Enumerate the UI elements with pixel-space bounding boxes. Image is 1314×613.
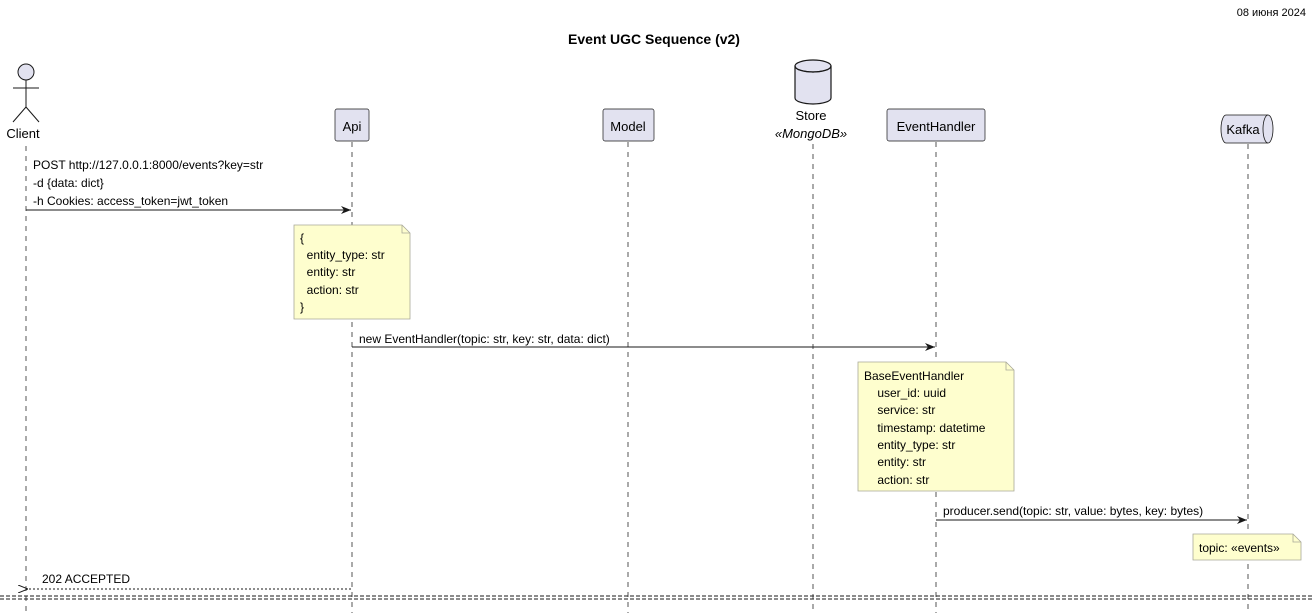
note-line: timestamp: datetime — [864, 421, 986, 435]
message-202-accepted: 202 ACCEPTED — [28, 572, 351, 589]
message-label-line: 202 ACCEPTED — [42, 572, 130, 586]
note-line: entity_type: str — [864, 438, 955, 452]
message-label-line: new EventHandler(topic: str, key: str, d… — [359, 332, 610, 346]
participant-eventhandler — [886, 108, 986, 142]
note-line: user_id: uuid — [864, 386, 946, 400]
participant-store-label: Store — [795, 108, 826, 123]
message-new-eventhandler: new EventHandler(topic: str, key: str, d… — [352, 332, 935, 351]
note-line: topic: «events» — [1199, 541, 1280, 555]
message-producer-send: producer.send(topic: str, value: bytes, … — [936, 504, 1247, 524]
message-label-line: -d {data: dict} — [33, 176, 104, 190]
participant-kafka-label: Kafka — [1226, 122, 1260, 137]
participant-client-label: Client — [6, 126, 40, 141]
note-base-event-handler: BaseEventHandler user_id: uuid service: … — [857, 361, 1015, 492]
note-line: action: str — [300, 283, 359, 297]
note-line: entity: str — [300, 265, 355, 279]
participant-model-label: Model — [610, 119, 646, 134]
note-line: { — [300, 231, 304, 245]
participant-store-stereotype: «MongoDB» — [775, 126, 847, 141]
participant-client — [12, 63, 40, 123]
note-line: } — [300, 300, 304, 314]
message-label-line: producer.send(topic: str, value: bytes, … — [943, 504, 1203, 518]
database-icon — [794, 59, 832, 105]
note-line: service: str — [864, 403, 935, 417]
participant-eventhandler-label: EventHandler — [897, 119, 976, 134]
note-line: entity_type: str — [300, 248, 385, 262]
diagram-date: 08 июня 2024 — [1237, 7, 1306, 19]
stick-figure-icon — [12, 63, 40, 123]
diagram-title: Event UGC Sequence (v2) — [568, 31, 740, 47]
lifelines — [25, 142, 1249, 613]
message-post-events: POST http://127.0.0.1:8000/events?key=st… — [26, 158, 351, 214]
note-line: BaseEventHandler — [864, 369, 964, 383]
note-line: entity: str — [864, 455, 926, 469]
participant-model — [602, 108, 655, 142]
note-api-payload: { entity_type: str entity: str action: s… — [293, 224, 411, 320]
note-kafka-topic: topic: «events» — [1192, 533, 1302, 561]
participant-api — [334, 108, 370, 142]
bottom-separator — [0, 595, 1314, 600]
queue-icon — [1220, 114, 1274, 144]
message-label-line: POST http://127.0.0.1:8000/events?key=st… — [33, 158, 263, 172]
message-label-line: -h Cookies: access_token=jwt_token — [33, 194, 228, 208]
participant-api-label: Api — [343, 119, 362, 134]
note-line: action: str — [864, 473, 929, 487]
